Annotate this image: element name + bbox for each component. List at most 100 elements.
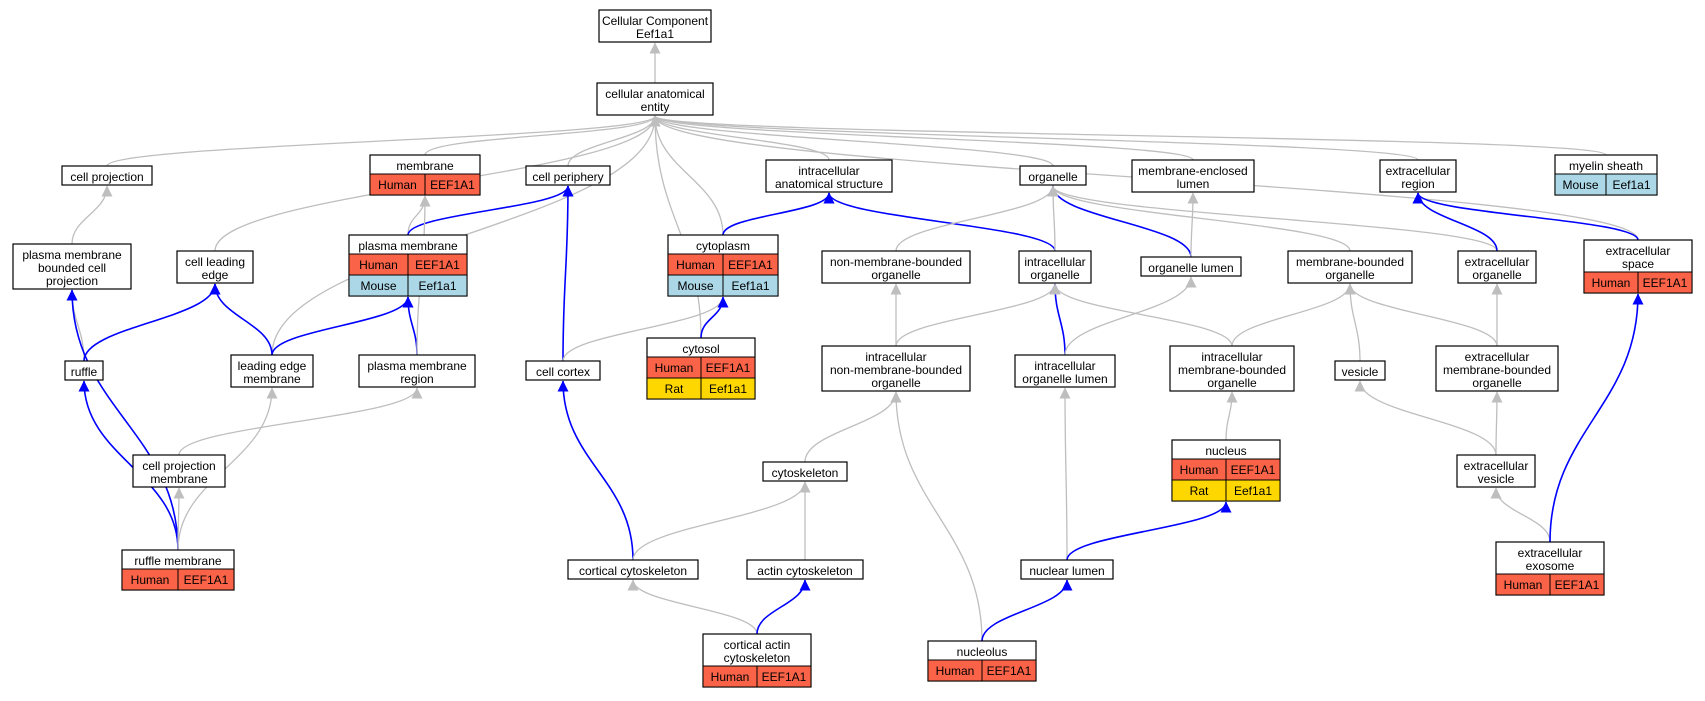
- species-label: Human: [1180, 463, 1219, 477]
- node-ruffle[interactable]: ruffle: [64, 360, 104, 381]
- node-vesicle[interactable]: vesicle: [1334, 360, 1386, 381]
- node-cytoskeleton[interactable]: cytoskeleton: [762, 461, 848, 482]
- gene-cell: [1225, 479, 1281, 502]
- node-label: cytoskeleton: [724, 651, 791, 665]
- node-label: vesicle: [1478, 472, 1515, 486]
- node-label: extracellular: [1465, 350, 1530, 364]
- is-a-edge: [106, 115, 661, 167]
- node-label: extracellular: [1606, 244, 1671, 258]
- gene-cell: [407, 274, 468, 297]
- gene-cell: [756, 665, 812, 688]
- node-label: intracellular: [1024, 255, 1085, 269]
- node-box: [821, 250, 971, 284]
- node-actin[interactable]: actin cytoskeleton: [746, 559, 864, 580]
- node-box: [64, 360, 104, 381]
- node-nlumen[interactable]: nuclear lumen: [1020, 559, 1114, 580]
- node-label: cell cortex: [536, 365, 590, 379]
- node-organelle[interactable]: organelle: [1019, 165, 1087, 186]
- node-label: cytoplasm: [696, 239, 750, 253]
- node-box: [230, 354, 314, 388]
- species-label: Human: [1592, 276, 1631, 290]
- species-label: Human: [131, 573, 170, 587]
- node-label: extracellular: [1518, 546, 1583, 560]
- is-a-edge: [1187, 192, 1199, 258]
- node-cortcyto[interactable]: cortical cytoskeleton: [567, 559, 699, 580]
- node-label: membrane: [150, 472, 208, 486]
- species-label: Human: [711, 670, 750, 684]
- node-label: leading edge: [238, 359, 307, 373]
- species-label: Human: [378, 178, 417, 192]
- is-a-edge: [71, 185, 113, 245]
- is-a-edge: [1047, 185, 1351, 252]
- node-label: edge: [202, 268, 229, 282]
- node-label: plasma membrane: [367, 359, 467, 373]
- node-cellproj[interactable]: cell projection: [61, 165, 153, 186]
- node-label: organelle: [1472, 376, 1522, 390]
- part-of-edge: [407, 185, 574, 236]
- node-label: cell leading: [185, 255, 245, 269]
- gene-label: Eef1a1: [1234, 484, 1272, 498]
- node-inmbo[interactable]: intracellularnon-membrane-boundedorganel…: [821, 345, 971, 392]
- is-a-edge: [424, 115, 661, 156]
- node-label: plasma membrane: [22, 248, 122, 262]
- node-label: cortical actin: [724, 638, 791, 652]
- is-a-edge: [562, 296, 729, 362]
- gene-label: EEF1A1: [1555, 578, 1600, 592]
- node-label: nuclear lumen: [1029, 564, 1104, 578]
- node-periphery[interactable]: cell periphery: [525, 165, 611, 186]
- node-box: [1457, 250, 1537, 284]
- node-label: nucleolus: [957, 645, 1008, 659]
- node-box: [1435, 345, 1559, 392]
- part-of-edge: [700, 296, 729, 339]
- node-label: Eef1a1: [636, 27, 674, 41]
- node-box: [1014, 354, 1116, 388]
- is-a-edge: [649, 115, 1419, 161]
- gene-cell: [1605, 173, 1658, 196]
- node-box: [598, 9, 712, 43]
- part-of-edge: [271, 296, 414, 356]
- species-label: Human: [936, 664, 975, 678]
- node-olumen[interactable]: organelle lumen: [1140, 256, 1242, 277]
- gene-cell: [981, 659, 1037, 682]
- node-label: anatomical structure: [775, 177, 883, 191]
- node-box: [12, 243, 132, 290]
- part-of-edge: [66, 289, 179, 551]
- gene-label: EEF1A1: [430, 178, 475, 192]
- node-cortex[interactable]: cell cortex: [525, 360, 601, 381]
- node-label: projection: [46, 274, 98, 288]
- node-label: organelle: [1472, 268, 1522, 282]
- node-box: [1379, 159, 1457, 193]
- is-a-edge: [627, 579, 758, 635]
- node-label: membrane-bounded: [1296, 255, 1404, 269]
- is-a-edge: [1354, 380, 1497, 456]
